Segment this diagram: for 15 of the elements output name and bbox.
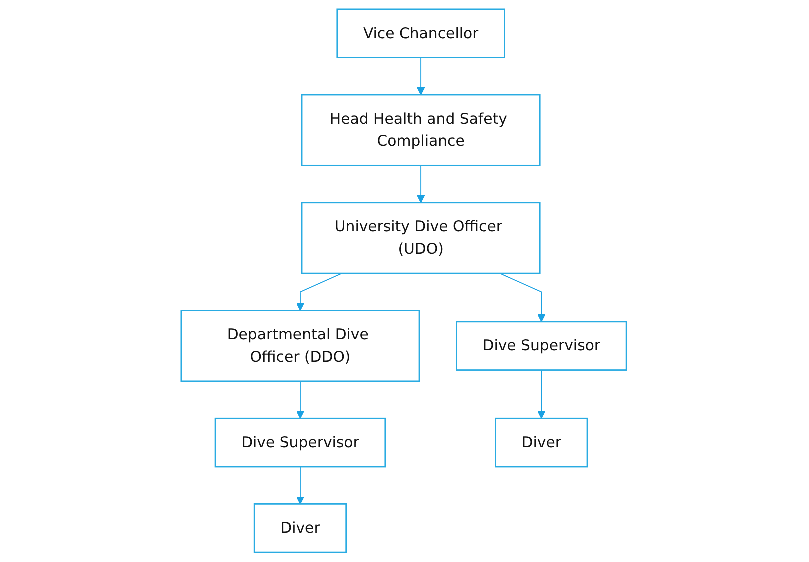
node-box: Head Health and Safety Compliance: [302, 94, 542, 166]
arrow: [417, 57, 426, 96]
node-box: Dive Supervisor: [215, 418, 387, 468]
arrow: [296, 380, 306, 419]
arrow: [296, 273, 343, 312]
node-box: Departmental Dive Officer (DDO): [181, 310, 421, 382]
node-box: Diver: [496, 418, 589, 468]
node-box: Diver: [254, 504, 348, 554]
node-box: Dive Supervisor: [456, 321, 628, 371]
arrow: [538, 370, 546, 419]
node-box: University Dive Officer (UDO): [302, 202, 542, 274]
node-box: Vice Chancellor: [337, 8, 506, 58]
arrow: [296, 466, 306, 505]
arrow: [417, 165, 426, 204]
arrow: [500, 273, 546, 322]
